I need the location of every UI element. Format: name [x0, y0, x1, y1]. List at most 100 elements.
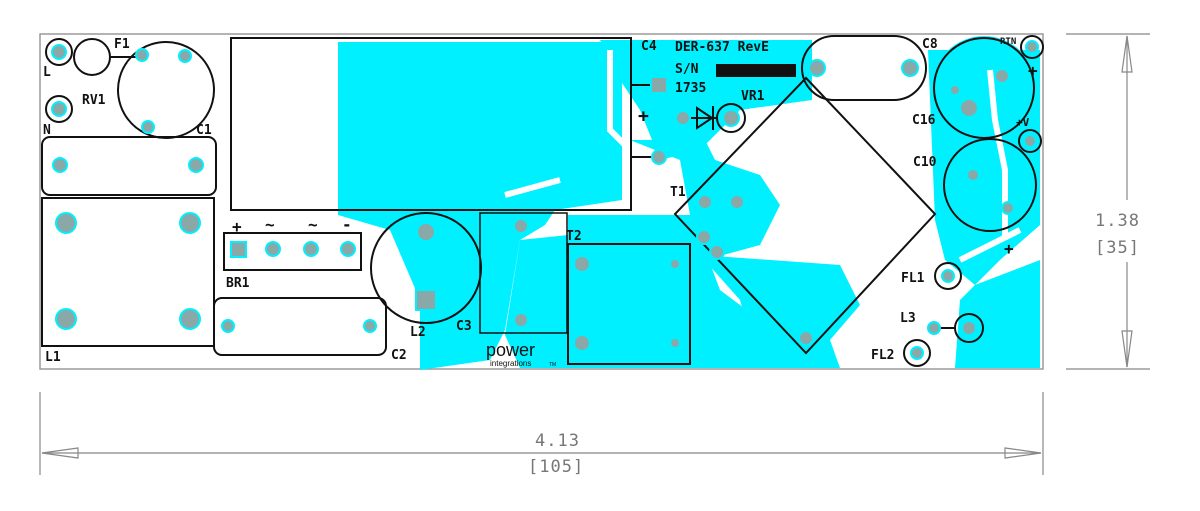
c1-outline: [41, 136, 217, 196]
pad-c16-b: [994, 68, 1010, 84]
label-sn: S/N: [675, 62, 699, 77]
silkscreen-outlines: [41, 35, 1044, 367]
label-l2: L2: [410, 325, 426, 340]
label-n: N: [43, 123, 51, 138]
pad-c10-a: [966, 168, 980, 182]
label-c16: C16: [912, 113, 936, 128]
pad-c8-a: [808, 59, 826, 77]
pad-c2-a: [221, 319, 235, 333]
label-c3: C3: [456, 319, 472, 334]
pad-vr1-b: [722, 109, 740, 127]
label-vr1: VR1: [741, 89, 765, 104]
pad-t1-b: [729, 194, 745, 210]
pad-l1-d: [179, 308, 201, 330]
label-c10: C10: [913, 155, 937, 170]
label-t2: T2: [566, 229, 582, 244]
pad-l2-b: [415, 289, 437, 311]
width-mm: [105]: [528, 457, 584, 477]
label-date-code: 1735: [675, 81, 706, 96]
pad-l3-b: [961, 320, 977, 336]
mark-br1-ac1: ~: [265, 215, 275, 234]
pad-n: [51, 101, 67, 117]
pad-t1-d: [709, 244, 725, 260]
pad-l1-b: [179, 212, 201, 234]
height-arrow-top: [1121, 35, 1133, 73]
pad-f1: [135, 48, 149, 62]
pad-rv1-a: [178, 49, 192, 63]
serial-number-bar: [716, 64, 796, 77]
label-v: +V: [1016, 116, 1030, 129]
pad-v: [1023, 134, 1037, 148]
pad-c4-minus: [651, 149, 667, 165]
vr1-diode-symbol: [696, 106, 714, 130]
label-fl1: FL1: [901, 271, 925, 286]
rtn-terminal-outline: [1020, 35, 1044, 59]
pad-c3-a: [513, 218, 529, 234]
pad-c10-b: [1001, 201, 1015, 215]
t2-outline: [567, 243, 691, 365]
pad-t1-c: [696, 229, 712, 245]
pad-rtn: [1025, 40, 1039, 54]
fl2-outline: [903, 339, 931, 367]
mark-c16-plus: +: [1028, 61, 1038, 80]
polarity-marks: + ~ ~ - + + +: [232, 61, 1038, 258]
pad-l: [51, 44, 67, 60]
c8-outline: [801, 35, 927, 101]
t1-outline: [673, 76, 937, 355]
pad-br1-minus: [340, 241, 356, 257]
logo-word: power: [486, 340, 535, 360]
label-rtn: RTN: [1000, 37, 1016, 47]
c16-outline: [933, 37, 1035, 139]
mark-br1-minus: -: [342, 215, 352, 234]
l-terminal-outline: [45, 38, 73, 66]
logo-tm: TM: [549, 362, 556, 368]
label-c8: C8: [922, 37, 938, 52]
height-inches: 1.38: [1095, 211, 1140, 231]
label-title: DER-637 RevE: [675, 40, 769, 55]
pad-t2-c: [573, 334, 591, 352]
height-dimension: [1066, 33, 1150, 370]
copper-c16-ring: [932, 36, 1036, 140]
c2-outline: [213, 297, 387, 356]
copper-mid-band: [505, 235, 568, 368]
n-terminal-outline: [45, 95, 73, 123]
fl1-outline: [934, 262, 962, 290]
height-mm: [35]: [1095, 238, 1140, 258]
pad-c3-b: [513, 312, 529, 328]
pad-br1-ac2: [303, 241, 319, 257]
label-l: L: [43, 65, 51, 80]
width-arrow-right: [1004, 447, 1042, 459]
br1-outline: [223, 232, 362, 271]
pad-c16-c: [949, 84, 961, 96]
label-c2: C2: [391, 348, 407, 363]
copper-bulk-cap-area: [338, 42, 622, 370]
width-dimension: [39, 392, 1044, 475]
pad-l1-c: [55, 308, 77, 330]
label-fl2: FL2: [871, 348, 894, 363]
copper-fl-traces: [960, 300, 1040, 340]
pad-t2-d: [669, 337, 681, 349]
mark-br1-ac2: ~: [308, 215, 318, 234]
mark-c10-plus: +: [1004, 239, 1014, 258]
label-c1: C1: [196, 123, 212, 138]
pad-br1-ac1: [265, 241, 281, 257]
logo-sub: integrations: [490, 359, 531, 368]
width-arrow-left: [41, 447, 79, 459]
height-arrow-bottom: [1121, 330, 1133, 368]
c10-outline: [943, 138, 1037, 232]
clearance-2: [504, 177, 561, 198]
pad-l1-a: [55, 212, 77, 234]
pad-vr1-a: [675, 110, 691, 126]
label-l1: L1: [45, 350, 61, 365]
label-br1: BR1: [226, 276, 250, 291]
pad-c2-b: [363, 319, 377, 333]
diode-triangle: [696, 106, 714, 130]
pad-t2-a: [573, 255, 591, 273]
width-inches: 4.13: [535, 431, 580, 451]
clearance-4: [958, 227, 1022, 263]
v-terminal-outline: [1018, 129, 1042, 153]
pads: [51, 40, 1039, 360]
label-t1: T1: [670, 185, 686, 200]
mark-c4-plus: +: [638, 106, 649, 127]
